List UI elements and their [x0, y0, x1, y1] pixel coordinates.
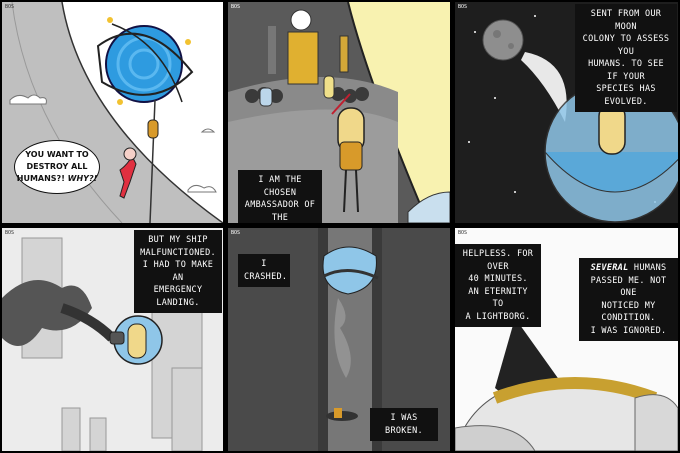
panel-2: I AM THE CHOSEN AMBASSADOR OF THE LIGHTB…: [228, 2, 450, 223]
panel-5: I CRASHED. I WAS BROKEN. BOS: [228, 228, 450, 451]
artist-signature: BOS: [231, 230, 241, 236]
panel-5-caption-top: I CRASHED.: [238, 254, 290, 287]
panel-5-caption-bottom: I WAS BROKEN.: [370, 408, 438, 441]
artist-signature: BOS: [458, 230, 468, 236]
artist-signature: BOS: [5, 230, 15, 236]
artist-signature: BOS: [458, 4, 468, 10]
speech-bubble-text: YOU WANT TO DESTROY ALL HUMANS?! WHY?!: [16, 150, 98, 183]
panel-2-caption: I AM THE CHOSEN AMBASSADOR OF THE LIGHTB…: [238, 170, 322, 223]
panel-4-caption: BUT MY SHIP MALFUNCTIONED. I HAD TO MAKE…: [134, 230, 222, 313]
panel-6-caption-right: SEVERAL HUMANS PASSED ME. NOT ONE NOTICE…: [579, 258, 678, 341]
panel-3-caption: SENT FROM OUR MOON COLONY TO ASSESS YOU …: [575, 4, 677, 112]
panel-6-caption-left: HELPLESS. FOR OVER 40 MINUTES. AN ETERNI…: [455, 244, 541, 327]
panel-3-art: [455, 2, 678, 223]
panel-6: HELPLESS. FOR OVER 40 MINUTES. AN ETERNI…: [455, 228, 678, 451]
artist-signature: BOS: [231, 4, 241, 10]
speech-bubble: YOU WANT TO DESTROY ALL HUMANS?! WHY?!: [14, 140, 100, 194]
panel-3: SENT FROM OUR MOON COLONY TO ASSESS YOU …: [455, 2, 678, 223]
artist-signature: BOS: [5, 4, 15, 10]
panel-4: BUT MY SHIP MALFUNCTIONED. I HAD TO MAKE…: [2, 228, 223, 451]
caption-emphasis: SEVERAL: [590, 263, 629, 273]
panel-1: YOU WANT TO DESTROY ALL HUMANS?! WHY?! B…: [2, 2, 223, 223]
panel-6-art: [455, 228, 678, 451]
caption-text: HUMANS PASSED ME. NOT ONE NOTICED MY CON…: [590, 263, 667, 336]
